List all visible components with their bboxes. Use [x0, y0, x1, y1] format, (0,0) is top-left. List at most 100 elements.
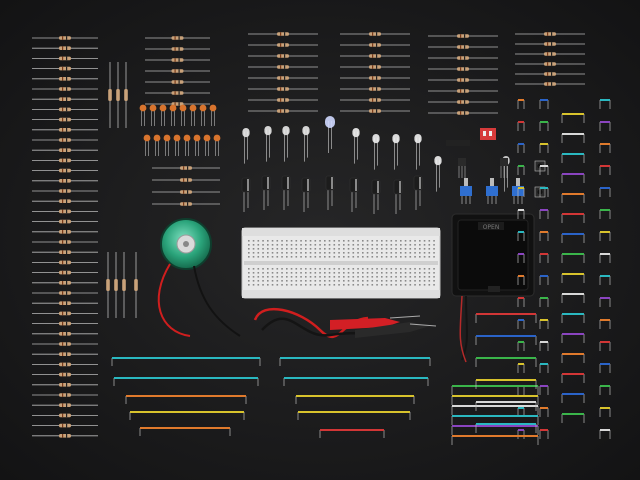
jumper-wire: [539, 165, 549, 175]
jumper-wire: [599, 363, 611, 373]
electrolytic-capacitor: [393, 179, 403, 214]
resistor: [515, 42, 585, 46]
ceramic-capacitor: [139, 104, 147, 126]
resistor: [32, 393, 98, 397]
resistor: [32, 107, 98, 112]
resistor: [32, 311, 98, 316]
led: [434, 156, 442, 192]
resistor: [428, 67, 498, 71]
resistor: [32, 230, 98, 234]
jumper-wire: [475, 335, 537, 345]
resistor: [428, 34, 498, 38]
resistor: [32, 434, 98, 438]
resistor: [340, 54, 410, 58]
electrolytic-capacitor: [281, 175, 291, 210]
jumper-wire: [561, 413, 585, 423]
long-wire: [279, 357, 431, 366]
resistor: [32, 423, 98, 428]
led: [414, 134, 422, 170]
resistor: [515, 52, 585, 56]
resistor: [152, 190, 220, 194]
ceramic-capacitor-group: [139, 104, 221, 156]
electrolytic-capacitor: [301, 177, 311, 212]
long-wire: [283, 377, 429, 386]
resistor: [32, 372, 98, 377]
jumper-wire: [539, 209, 549, 219]
resistor: [114, 252, 118, 318]
jumper-wire: [561, 373, 585, 383]
jumper-wire-group: [451, 99, 611, 445]
resistor: [122, 252, 126, 318]
jumper-wire: [475, 313, 537, 323]
jumper-wire: [451, 435, 539, 445]
long-wire: [295, 395, 415, 404]
jumper-wire: [561, 353, 585, 363]
led: [282, 126, 290, 162]
jumper-wire: [561, 253, 585, 263]
resistor: [248, 87, 318, 91]
resistor: [32, 321, 98, 326]
ceramic-capacitor: [149, 104, 157, 126]
led: [325, 116, 335, 153]
resistor: [32, 46, 98, 50]
resistor: [428, 100, 498, 104]
jumper-wire: [517, 143, 525, 153]
resistor: [340, 87, 410, 91]
jumper-wire: [539, 429, 549, 439]
ceramic-capacitor: [159, 104, 167, 126]
jumper-wire: [539, 385, 549, 395]
ceramic-capacitor: [143, 134, 151, 156]
jumper-wire: [539, 407, 549, 417]
jumper-wire: [517, 99, 525, 109]
resistor: [248, 98, 318, 102]
led: [352, 128, 360, 164]
jumper-wire: [539, 319, 549, 329]
ceramic-capacitor: [189, 104, 197, 126]
resistor: [32, 362, 98, 367]
jumper-wire: [561, 213, 585, 223]
jumper-wire: [561, 173, 585, 183]
jumper-wire: [561, 233, 585, 243]
jumper-wire: [539, 143, 549, 153]
resistor: [248, 43, 318, 47]
jumper-wire: [517, 297, 525, 307]
resistor: [32, 77, 98, 81]
jumper-wire: [599, 253, 611, 263]
jumper-wire: [561, 333, 585, 343]
jumper-wire: [475, 379, 537, 389]
resistor: [32, 270, 98, 275]
ceramic-capacitor: [153, 134, 161, 156]
jumper-wire: [599, 209, 611, 219]
electrolytic-capacitor: [261, 175, 271, 210]
resistor: [32, 413, 98, 418]
potentiometer: [460, 178, 472, 204]
resistor: [145, 91, 210, 95]
resistor: [32, 138, 98, 142]
jumper-wire: [599, 407, 611, 417]
resistor: [340, 76, 410, 80]
jumper-wire: [517, 165, 525, 175]
jumper-wire: [561, 113, 585, 123]
battery-box: OPEN: [451, 213, 535, 363]
jumper-wire: [517, 429, 525, 439]
resistor: [32, 332, 98, 336]
resistor: [32, 128, 98, 132]
jumper-wire: [517, 253, 525, 263]
resistor: [32, 199, 98, 203]
jumper-wire: [599, 319, 611, 329]
jumper-wire: [561, 273, 585, 283]
resistor: [248, 54, 318, 58]
resistor: [32, 219, 98, 224]
jumper-wire: [451, 385, 539, 395]
resistor: [32, 117, 98, 122]
ceramic-capacitor: [163, 134, 171, 156]
jumper-wire: [599, 341, 611, 351]
electrolytic-capacitor: [241, 177, 251, 212]
jumper-wire: [517, 231, 525, 241]
jumper-wire: [517, 319, 525, 329]
resistor: [32, 168, 98, 173]
jumper-wire: [539, 341, 549, 351]
ceramic-capacitor: [183, 134, 191, 156]
